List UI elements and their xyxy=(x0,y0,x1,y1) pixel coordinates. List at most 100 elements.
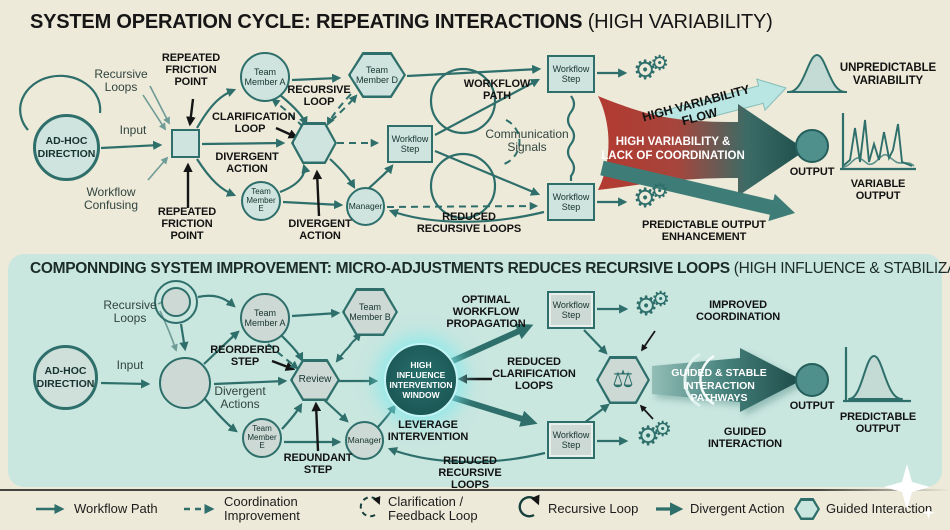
node-label: Manager xyxy=(348,200,383,211)
label-guided-stable-pathways: GUIDED & STABLE INTERACTION PATHWAYS xyxy=(671,367,767,405)
node-label: Team Member A xyxy=(244,307,286,328)
unpredictable-variability-curve xyxy=(787,54,847,93)
arrow xyxy=(279,163,311,194)
node-label: Workflow Step xyxy=(552,191,590,212)
bottom-title-light: (HIGH INFLUENCE & STABILIZATION) xyxy=(733,260,950,277)
arrow xyxy=(282,200,344,210)
variable-output-chart xyxy=(840,113,916,171)
label-clarification-loop: CLARIFICATION LOOP xyxy=(212,111,296,136)
gears-icon: ⚙⚙ xyxy=(634,289,670,321)
arrow xyxy=(312,169,323,217)
label-repeated-friction-bottom: REPEATED FRICTION POINT xyxy=(157,206,217,243)
node-team-member-b: Team Member B xyxy=(342,288,398,336)
gear-icon: ⚙ xyxy=(634,291,659,321)
node-label: Review xyxy=(298,374,332,386)
recursive-loop-icon xyxy=(518,494,540,518)
label-predictable-enhancement: PREDICTABLE OUTPUT ENHANCEMENT xyxy=(642,219,766,244)
label-divergent-action-bottom: DIVERGENT ACTION xyxy=(288,218,352,243)
node-friction-square xyxy=(171,129,200,158)
label-high-variability-lack: HIGH VARIABILITY & LACK OF COORDINATION xyxy=(601,136,745,162)
gears-icon: ⚙⚙ xyxy=(636,419,672,450)
top-title-bold: SYSTEM OPERATION CYCLE: REPEATING INTERA… xyxy=(30,11,583,33)
label-variable-output: VARIABLE OUTPUT xyxy=(850,178,906,203)
arrow xyxy=(149,85,170,125)
node-interaction-hexagon xyxy=(291,122,337,164)
label-reduced-recursive-loops-2: REDUCED RECURSIVE LOOPS xyxy=(438,455,502,492)
node-workflow-step-bottom-2: Workflow Step xyxy=(547,421,595,459)
label-reordered-step: REORDERED STEP xyxy=(210,344,280,369)
legend-workflow-path: Workflow Path xyxy=(74,501,158,516)
axes xyxy=(843,347,911,403)
output-node xyxy=(795,129,829,163)
node-label: Workflow Step xyxy=(391,133,429,154)
node-manager: Manager xyxy=(346,187,385,226)
node-label: Team Member E xyxy=(247,423,277,451)
guided-interaction-icon xyxy=(794,498,820,520)
gears-icon: ⚙⚙ xyxy=(633,53,669,84)
legend-clarification-feedback-loop: Clarification / Feedback Loop xyxy=(388,494,478,523)
node-label: Team Member A xyxy=(244,66,286,87)
axes xyxy=(840,113,916,171)
node-hub-circle xyxy=(159,357,211,409)
arrow xyxy=(147,156,169,181)
label-improved-coordination: IMPROVED COORDINATION xyxy=(696,299,781,324)
node-team-member-e-2: Team Member E xyxy=(242,418,282,458)
label-workflow-confusing: Workflow Confusing xyxy=(83,185,139,213)
series-spiky xyxy=(842,119,913,167)
node-label: HIGH INFLUENCE INTERVENTION WINDOW xyxy=(389,359,453,401)
clarification-loop-icon xyxy=(359,495,381,518)
node-adhoc-direction: AD-HOC DIRECTION xyxy=(33,114,100,181)
balance-scale-icon: ⚖ xyxy=(612,365,634,393)
bell-curve xyxy=(788,54,846,93)
node-label: Team Member E xyxy=(246,186,276,214)
bell-curve xyxy=(848,355,903,400)
label-reduced-clarification-loops: REDUCED CLARIFICATION LOOPS xyxy=(492,356,576,393)
node-workflow-step-top: Workflow Step xyxy=(547,55,595,93)
arrow xyxy=(100,140,163,150)
gear-icon: ⚙ xyxy=(650,180,670,203)
label-unpredictable-variability: UNPREDICTABLE VARIABILITY xyxy=(839,62,937,87)
node-label: Workflow Step xyxy=(552,429,590,450)
arrow xyxy=(329,158,356,190)
dashed-arrow xyxy=(386,201,539,211)
gear-icon: ⚙ xyxy=(653,418,673,441)
node-team-member-d: Team Member D xyxy=(348,52,406,98)
arrow xyxy=(291,73,342,83)
label-redundant-step: REDUNDANT STEP xyxy=(283,452,353,477)
label-high-variability-flow: HIGH VARIABILITY FLOW xyxy=(640,82,752,129)
top-title-light: (HIGH VARIABILITY) xyxy=(587,11,773,33)
arrow xyxy=(201,138,286,148)
node-label: Workflow Step xyxy=(552,299,590,320)
label-workflow-path: WORKFLOW PATH xyxy=(463,78,531,103)
node-label: Team Member D xyxy=(355,64,398,85)
predictable-enhancement-arrow xyxy=(600,160,795,222)
label-input: Input xyxy=(119,123,147,137)
node-label: Team Member B xyxy=(349,301,391,322)
arrow xyxy=(186,98,196,127)
node-high-influence-intervention-window: HIGH INFLUENCE INTERVENTION WINDOW xyxy=(384,343,458,417)
node-workflow-step-center: Workflow Step xyxy=(387,125,433,163)
arrow xyxy=(366,164,394,191)
node-workflow-step-bottom: Workflow Step xyxy=(547,183,595,221)
arrow xyxy=(406,64,542,78)
label-input-2: Input xyxy=(116,358,144,372)
label-output-bottom: OUTPUT xyxy=(789,400,835,412)
gear-icon: ⚙ xyxy=(651,288,671,311)
label-repeated-friction-top: REPEATED FRICTION POINT xyxy=(161,52,221,89)
predictable-output-chart xyxy=(843,347,911,403)
label-output-top: OUTPUT xyxy=(789,166,835,178)
node-label: Workflow Step xyxy=(552,63,590,84)
node-team-member-e: Team Member E xyxy=(241,181,281,221)
legend-guided-interaction: Guided Interaction xyxy=(826,501,933,516)
output-node-2 xyxy=(795,363,829,397)
node-label: AD-HOC DIRECTION xyxy=(37,135,96,160)
label-optimal-workflow-propagation: OPTIMAL WORKFLOW PROPAGATION xyxy=(446,294,526,331)
node-team-member-a-2: Team Member A xyxy=(240,293,290,343)
legend-coordination-improvement: Coordination Improvement xyxy=(224,494,300,523)
label-divergent-actions: Divergent Actions xyxy=(214,384,266,412)
gear-icon: ⚙ xyxy=(650,52,670,75)
legend-divider xyxy=(0,489,950,491)
node-label: Manager xyxy=(347,434,382,445)
label-reduced-recursive-loops: REDUCED RECURSIVE LOOPS xyxy=(416,211,522,236)
node-team-member-a: Team Member A xyxy=(240,52,290,102)
